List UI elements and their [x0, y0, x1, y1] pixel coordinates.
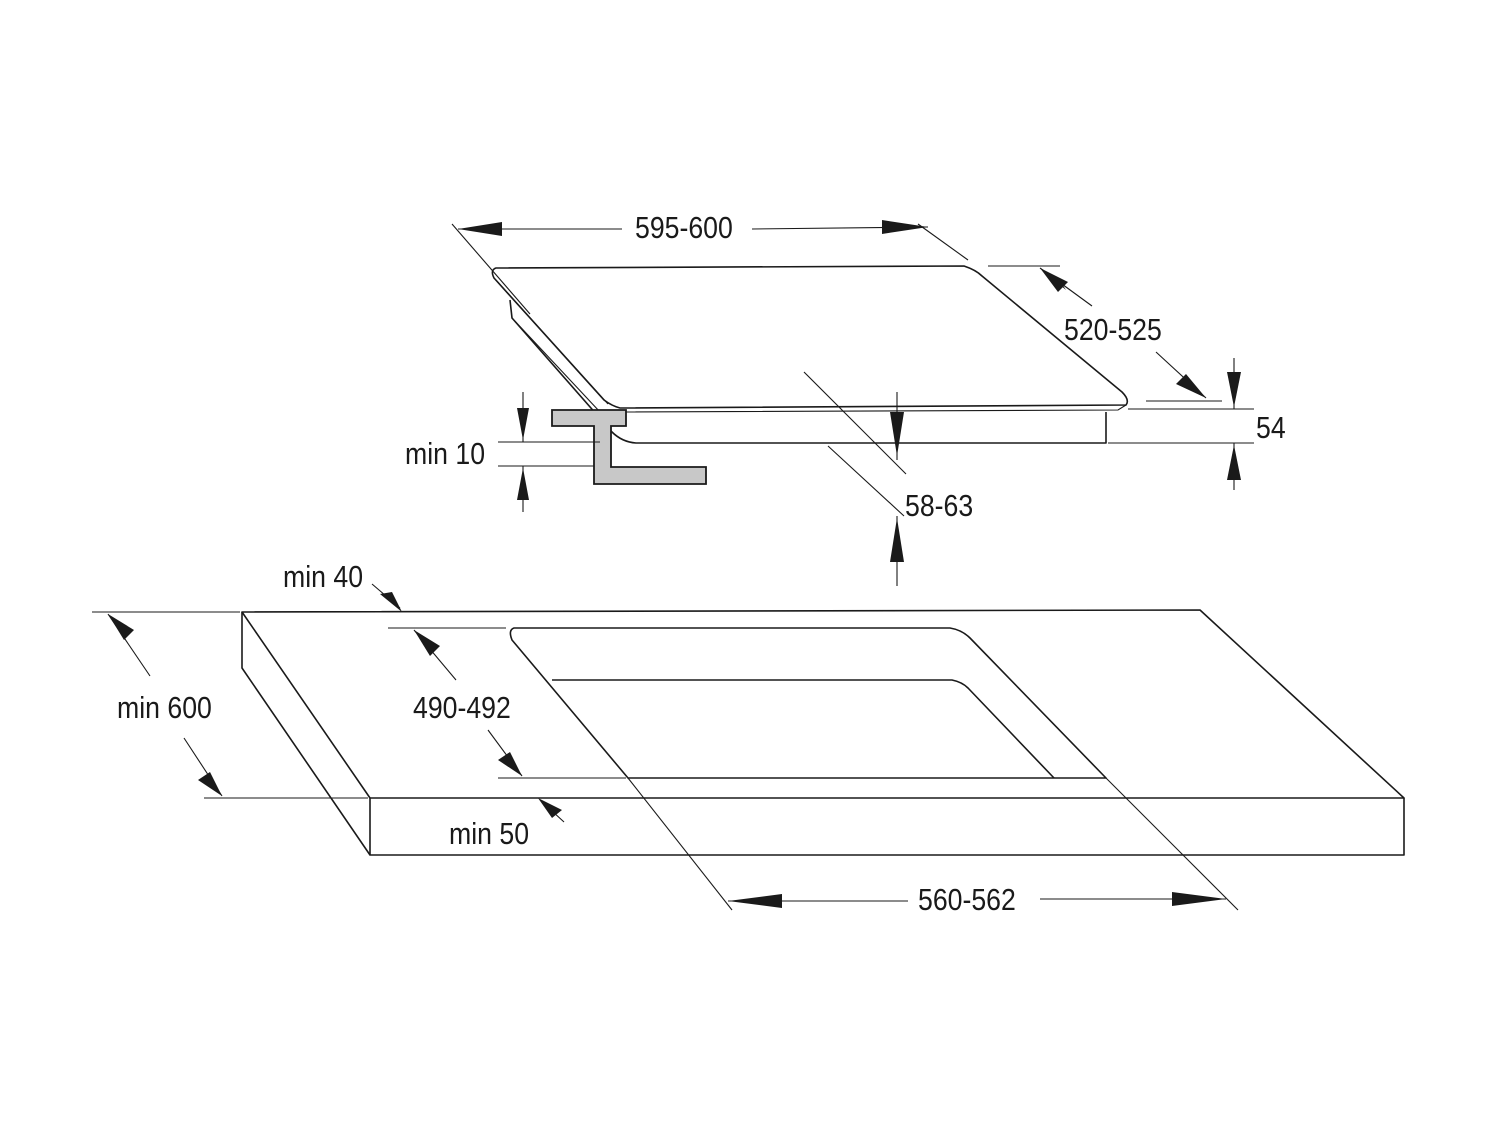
cutout-inner	[552, 679, 1055, 779]
dim-arrow	[1227, 445, 1241, 480]
dim-arrow	[538, 798, 562, 818]
dim-arrow	[890, 518, 904, 562]
dim-arrow	[198, 772, 222, 796]
dim-hob-depth	[988, 265, 1222, 402]
worktop-front	[369, 798, 1405, 856]
dim-arrow	[108, 614, 134, 640]
cutout-outer	[509, 627, 1107, 779]
dim-min-worktop-depth	[92, 611, 368, 799]
worktop	[241, 609, 1405, 856]
dim-arrow	[1227, 372, 1241, 407]
label-clearance: min 10	[405, 436, 486, 471]
dim-cutout-width	[627, 777, 1239, 911]
dim-arrow	[1172, 892, 1226, 906]
dim-clearance	[498, 392, 600, 512]
label-hob-width: 595-600	[635, 210, 733, 245]
dim-min-front-gap	[538, 798, 565, 823]
hob-glass-top	[491, 265, 1129, 409]
dim-arrow	[498, 752, 522, 776]
hob-body-inner	[511, 317, 601, 413]
mounting-bracket	[551, 409, 707, 485]
dim-arrow	[517, 468, 529, 500]
dim-arrow	[890, 412, 904, 456]
label-cutout-depth: 490-492	[413, 690, 511, 725]
dim-min-rear-gap	[371, 583, 402, 612]
dim-arrow	[414, 630, 440, 656]
dim-arrow	[1176, 374, 1206, 398]
label-min-front-gap: min 50	[449, 816, 530, 851]
dim-hob-height	[1108, 358, 1254, 490]
hob-body	[509, 299, 1107, 444]
worktop-side	[241, 612, 371, 856]
label-hob-height: 54	[1256, 410, 1286, 445]
dim-arrow	[380, 592, 402, 612]
label-cutout-width: 560-562	[918, 882, 1016, 917]
dim-arrow	[458, 222, 502, 236]
dim-arrow	[882, 220, 928, 234]
dim-arrow	[517, 408, 529, 440]
label-min-rear-gap: min 40	[283, 559, 364, 594]
dim-embed-depth	[803, 371, 907, 586]
hob-unit	[491, 265, 1129, 444]
dim-hob-width	[451, 220, 969, 315]
label-embed-depth: 58-63	[905, 488, 974, 523]
dim-arrow	[1040, 268, 1068, 292]
label-min-worktop-depth: min 600	[117, 690, 212, 725]
label-hob-depth: 520-525	[1064, 312, 1162, 347]
hob-glass-edge	[495, 279, 1127, 413]
dim-cutout-depth	[388, 627, 626, 779]
dim-arrow	[728, 894, 782, 908]
